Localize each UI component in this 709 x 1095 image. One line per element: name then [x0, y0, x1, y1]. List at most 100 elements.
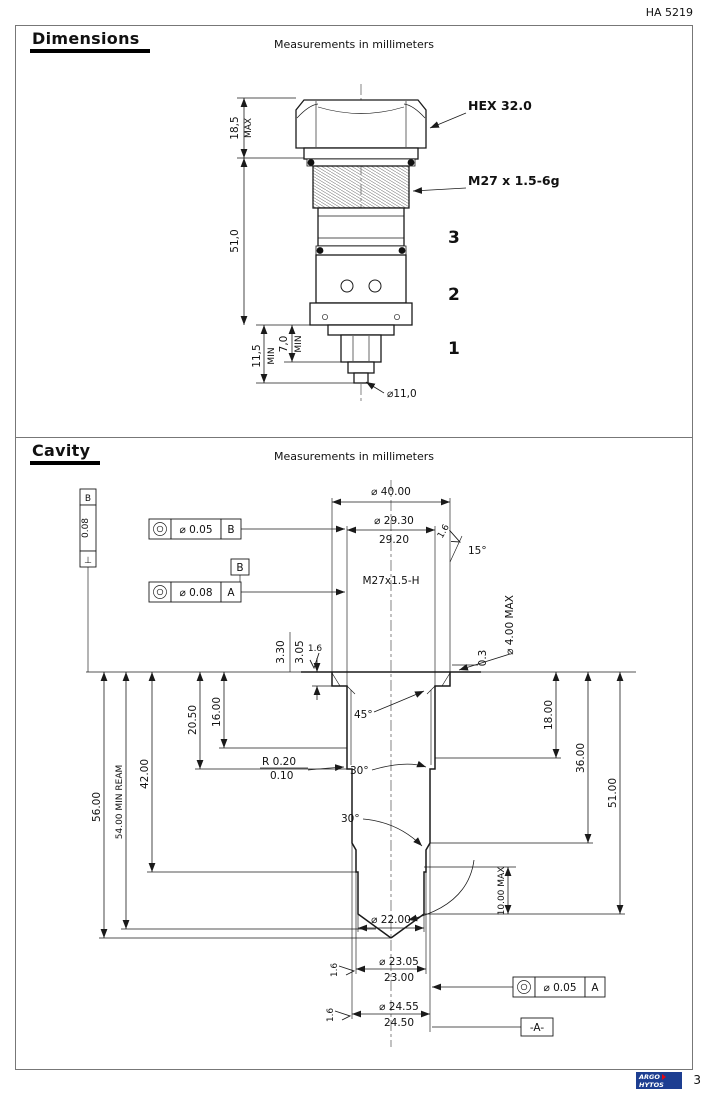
fcf-concentricity-3: ⌀ 0.05 A — [432, 976, 606, 998]
datum-b-flag: B — [230, 558, 250, 582]
dim-qualifier: MAX — [244, 118, 254, 138]
cross-port-hole — [340, 279, 354, 293]
dim-dia-4-max: ⌀ 4.00 MAX — [458, 595, 516, 671]
callout-radius: R 0.20 0.10 — [260, 756, 345, 782]
oring-upper-left — [307, 159, 315, 166]
dim-upper: 3.30 — [275, 640, 287, 663]
angle-value: 30° — [341, 813, 360, 825]
datum-a-flag: -A- — [432, 1017, 554, 1037]
dim-depth-18: 18.00 — [543, 672, 560, 758]
angle-value: 45° — [354, 709, 373, 721]
dim-stem-diameter: ⌀11,0 — [365, 381, 417, 400]
datum-ref: B — [227, 524, 234, 536]
dim-depth-20-5: 20.50 — [187, 672, 204, 769]
callout-45deg: 45° — [354, 690, 425, 721]
dim-spotface-depth: 3.30 3.05 — [275, 632, 332, 700]
section-title-cavity: Cavity — [30, 441, 101, 465]
dim-depth-51: 51.00 — [607, 672, 624, 914]
dim-body-length: 51,0 — [229, 158, 248, 325]
dim-lower: 24.50 — [384, 1017, 414, 1029]
dim-value: 51,0 — [229, 229, 241, 252]
cross-port-hole — [368, 279, 382, 293]
angle-value: 30° — [350, 765, 369, 777]
dim-value: ⌀ 22.00 — [371, 914, 411, 926]
port-labels: 3 2 1 — [448, 228, 460, 359]
dimensions-section: Dimensions Measurements in millimeters — [15, 25, 693, 438]
thread-label: M27 x 1.5-6g — [468, 173, 560, 188]
concentricity-icon — [153, 522, 167, 536]
surface-finish-icon: 1.6 — [308, 644, 322, 670]
dim-value: 51.00 — [607, 778, 619, 808]
oring-upper-right — [407, 159, 415, 166]
thread-section — [312, 165, 410, 209]
concentricity-icon — [517, 980, 531, 994]
dim-upper: R 0.20 — [262, 756, 296, 768]
dim-value: 56.00 — [91, 792, 103, 822]
dim-depth-10-max: 10.00 MAX — [497, 867, 512, 916]
datum-ref: B — [85, 494, 91, 504]
argo-hytos-logo: ARGO HYTOS — [636, 1072, 682, 1089]
tolerance-value: ⌀ 0.08 — [179, 587, 212, 599]
cone-arrow — [407, 859, 475, 922]
thread-spec: M27x1.5-H — [362, 575, 419, 587]
dim-value: 7,0 — [278, 336, 290, 353]
dimensions-units-note: Measurements in millimeters — [273, 38, 435, 51]
dim-lower: 23.00 — [384, 972, 414, 984]
dim-qualifier: MIN — [267, 347, 277, 364]
surface-finish-icon: 1.6 — [326, 1008, 352, 1023]
svg-text:1.6: 1.6 — [436, 523, 452, 541]
dim-dia-24: ⌀ 24.55 24.50 — [352, 1001, 430, 1029]
label-cavity-thread: M27x1.5-H — [362, 575, 419, 587]
section-title-dimensions: Dimensions — [30, 29, 150, 53]
brand-top: ARGO — [639, 1072, 660, 1081]
dim-depth-36: 36.00 — [575, 672, 592, 843]
callout-30deg-upper: 30° — [350, 760, 427, 777]
dim-value: 10.00 MAX — [497, 867, 507, 916]
concentricity-icon — [153, 585, 167, 599]
fcf-concentricity-2: ⌀ 0.08 A — [148, 581, 345, 603]
callout-30deg-lower: 30° — [341, 813, 423, 847]
extension-lines — [99, 498, 625, 1032]
fcf-concentricity-1: ⌀ 0.05 B — [148, 518, 345, 540]
dim-upper: ⌀ 23.05 — [379, 956, 419, 968]
dim-lower: 0.10 — [270, 770, 293, 782]
port-3-label: 3 — [448, 228, 460, 248]
page-number: 3 — [693, 1073, 701, 1087]
valve-cartridge-outline — [295, 99, 427, 384]
dim-dia-23: ⌀ 23.05 23.00 — [356, 956, 426, 984]
oring-lower-right — [398, 247, 406, 254]
dim-value: 18,5 — [229, 116, 241, 139]
dim-depth-16: 16.00 — [211, 672, 228, 748]
tolerance-value: ⌀ 0.05 — [543, 982, 576, 994]
dim-value: 11,5 — [251, 344, 263, 367]
dim-stem-length: 11,5 MIN — [251, 325, 277, 383]
dim-value: ⌀11,0 — [387, 388, 417, 400]
fcf-perpendicularity: B 0.08 ⊥ — [79, 488, 97, 672]
dim-value: 0.3 — [477, 650, 489, 667]
dim-head-height: 18,5 MAX — [229, 98, 254, 158]
svg-text:-A-: -A- — [530, 1022, 545, 1034]
brand-arrow-icon — [661, 1073, 666, 1080]
valve-dimension-drawing: 18,5 MAX 51,0 11,5 MIN 7,0 MIN ⌀11,0 — [229, 84, 560, 403]
dim-value: 42.00 — [139, 759, 151, 789]
tolerance-value: ⌀ 0.05 — [179, 524, 212, 536]
dim-qualifier: MIN — [294, 335, 304, 352]
dim-value: ⌀ 40.00 — [371, 486, 411, 498]
port-1-label: 1 — [448, 339, 460, 359]
dim-value: 16.00 — [211, 697, 223, 727]
dim-stem-step: 7,0 MIN — [278, 325, 304, 362]
svg-text:B: B — [236, 562, 243, 574]
tolerance-value: 0.08 — [81, 518, 91, 538]
dim-lower: 3.05 — [294, 640, 306, 663]
svg-text:1.6: 1.6 — [326, 1008, 336, 1023]
dim-depth-56: 56.00 — [91, 672, 108, 938]
dim-value: 18.00 — [543, 700, 555, 730]
hex-label: HEX 32.0 — [468, 98, 532, 113]
dim-value: ⌀ 4.00 MAX — [504, 595, 516, 655]
angle-value: 15° — [468, 545, 487, 557]
cavity-units-note: Measurements in millimeters — [273, 450, 435, 463]
dim-dia-29: ⌀ 29.30 29.20 — [347, 515, 435, 546]
dim-value: 36.00 — [575, 743, 587, 773]
dim-lower: 29.20 — [379, 534, 409, 546]
